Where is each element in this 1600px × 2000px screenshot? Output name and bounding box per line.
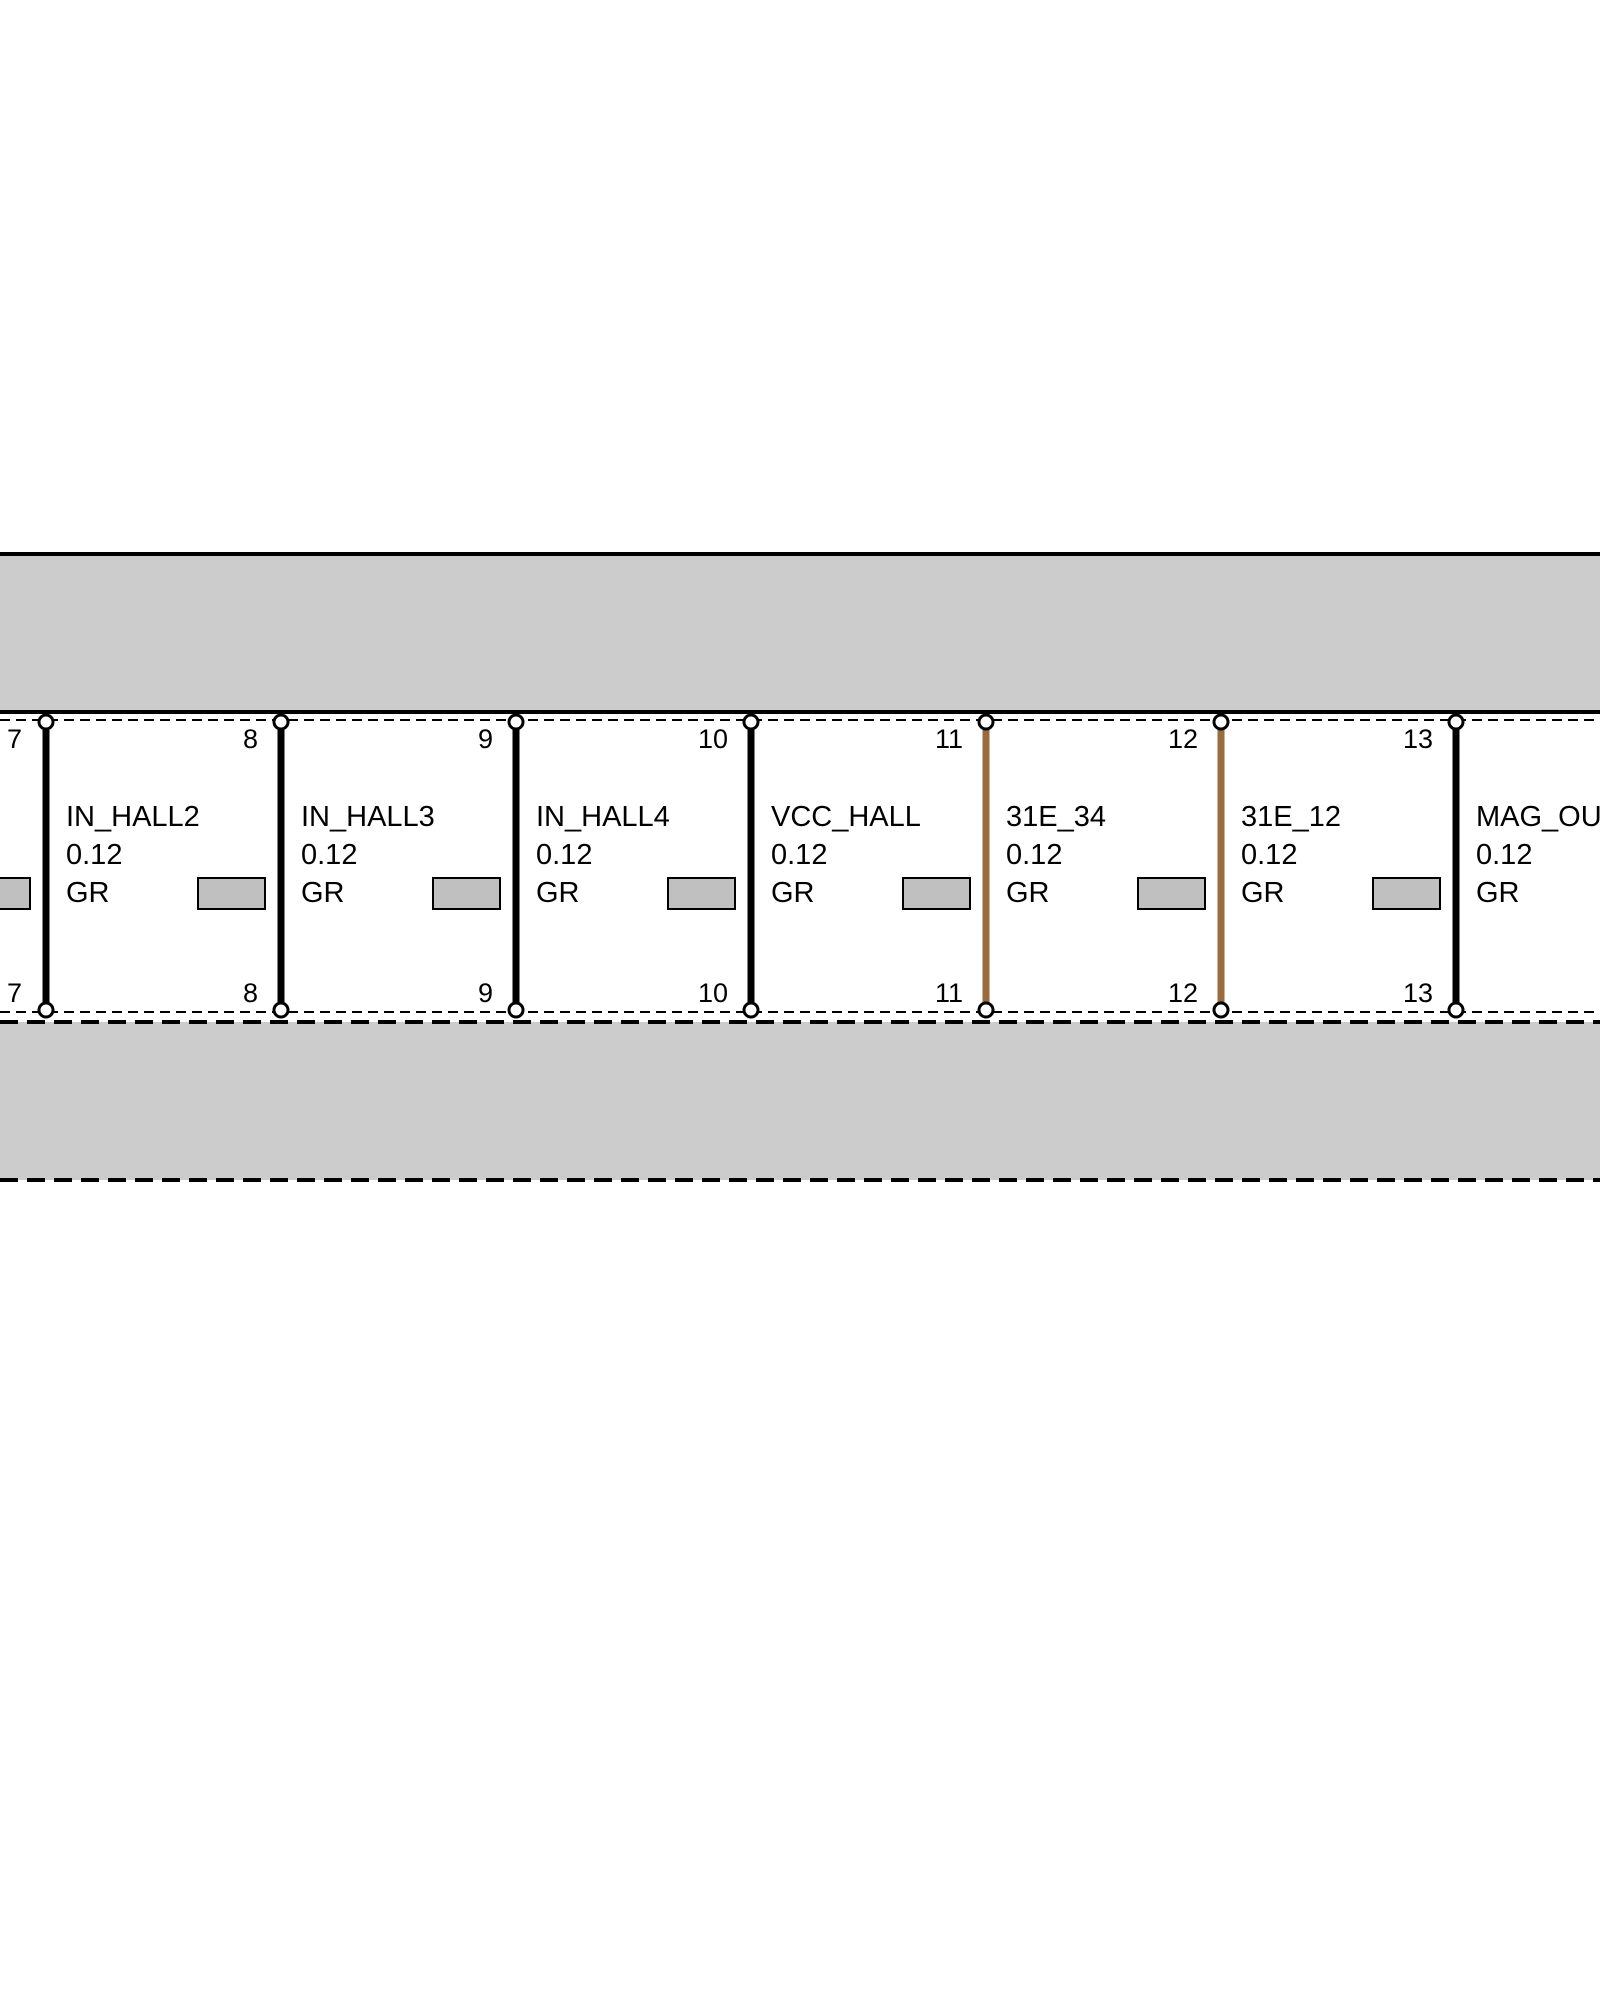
top-connector [0, 552, 1600, 714]
wire-terminal-top [1212, 713, 1230, 731]
wire-pin-8: 8 8 [243, 713, 290, 1019]
wire-color-code: GR [771, 877, 815, 909]
pin-number-top: 12 [1168, 724, 1198, 754]
signal-name: 31E_34 [1006, 801, 1106, 833]
pin-number-bottom: 10 [698, 978, 728, 1008]
pin-number-bottom: 7 [7, 978, 22, 1008]
signal-label-in-hall4: IN_HALL4 0.12 GR [536, 801, 670, 909]
wire-terminal-bottom [507, 1001, 525, 1019]
wire-terminal-top [272, 713, 290, 731]
bottom-connector [0, 1020, 1600, 1182]
pin-number-top: 8 [243, 724, 258, 754]
wire-terminal-bottom [1447, 1001, 1465, 1019]
signal-label-mag-out: MAG_OU 0.12 GR [1476, 801, 1600, 909]
terminal-tab [667, 877, 736, 910]
terminal-tab [1372, 877, 1441, 910]
terminal-tab [1137, 877, 1206, 910]
pin-number-bottom: 13 [1403, 978, 1433, 1008]
terminal-tab [432, 877, 501, 910]
signal-name: 31E_12 [1241, 801, 1341, 833]
pin-number-top: 9 [478, 724, 493, 754]
wire-color-code: GR [1241, 877, 1285, 909]
pin-number-bottom: 8 [243, 978, 258, 1008]
terminal-tab [197, 877, 266, 910]
wire-terminal-bottom [272, 1001, 290, 1019]
wire-terminal-bottom [1212, 1001, 1230, 1019]
signal-name: MAG_OU [1476, 801, 1600, 833]
signal-label-in-hall3: IN_HALL3 0.12 GR [301, 801, 435, 909]
wire-terminal-bottom [742, 1001, 760, 1019]
wire-pin-13: 13 13 [1403, 713, 1465, 1019]
wire-pin-9: 9 9 [478, 713, 525, 1019]
wire-size: 0.12 [1241, 839, 1297, 871]
pin-number-top: 10 [698, 724, 728, 754]
pin-number-top: 13 [1403, 724, 1433, 754]
wire-color-code: GR [301, 877, 345, 909]
pin-number-bottom: 12 [1168, 978, 1198, 1008]
wire-terminal-top [507, 713, 525, 731]
wire-size: 0.12 [1006, 839, 1062, 871]
wire-size: 0.12 [66, 839, 122, 871]
wire-size: 0.12 [301, 839, 357, 871]
wire-terminal-bottom [37, 1001, 55, 1019]
wire-terminal-top [37, 713, 55, 731]
signal-label-in-hall2: IN_HALL2 0.12 GR [66, 801, 200, 909]
signal-label-31e-34: 31E_34 0.12 GR [1006, 801, 1106, 909]
wire-color-code: GR [536, 877, 580, 909]
wire-color-code: GR [1476, 877, 1520, 909]
bottom-connector-body [0, 1022, 1600, 1180]
terminal-tab [902, 877, 971, 910]
wire-pin-10: 10 10 [698, 713, 760, 1019]
wire-terminal-top [742, 713, 760, 731]
pin-number-bottom: 11 [935, 978, 963, 1008]
terminal-tab [0, 877, 31, 910]
wire-size: 0.12 [1476, 839, 1532, 871]
pin-number-bottom: 9 [478, 978, 493, 1008]
signal-name: IN_HALL3 [301, 801, 435, 833]
wire-terminal-bottom [977, 1001, 995, 1019]
wire-terminal-top [1447, 713, 1465, 731]
wire-size: 0.12 [536, 839, 592, 871]
wire-pin-11: 11 11 [935, 713, 995, 1019]
wire-pin-12: 12 12 [1168, 713, 1230, 1019]
signal-name: VCC_HALL [771, 801, 921, 833]
pin-number-top: 7 [7, 724, 22, 754]
wire-terminal-top [977, 713, 995, 731]
top-connector-body [0, 554, 1600, 712]
wire-size: 0.12 [771, 839, 827, 871]
wire-pin-7: 7 7 [7, 713, 55, 1019]
wire-color-code: GR [66, 877, 110, 909]
signal-name: IN_HALL2 [66, 801, 200, 833]
pin-number-top: 11 [935, 724, 963, 754]
wire-color-code: GR [1006, 877, 1050, 909]
signal-label-31e-12: 31E_12 0.12 GR [1241, 801, 1341, 909]
signal-name: IN_HALL4 [536, 801, 670, 833]
signal-label-vcc-hall: VCC_HALL 0.12 GR [771, 801, 921, 909]
